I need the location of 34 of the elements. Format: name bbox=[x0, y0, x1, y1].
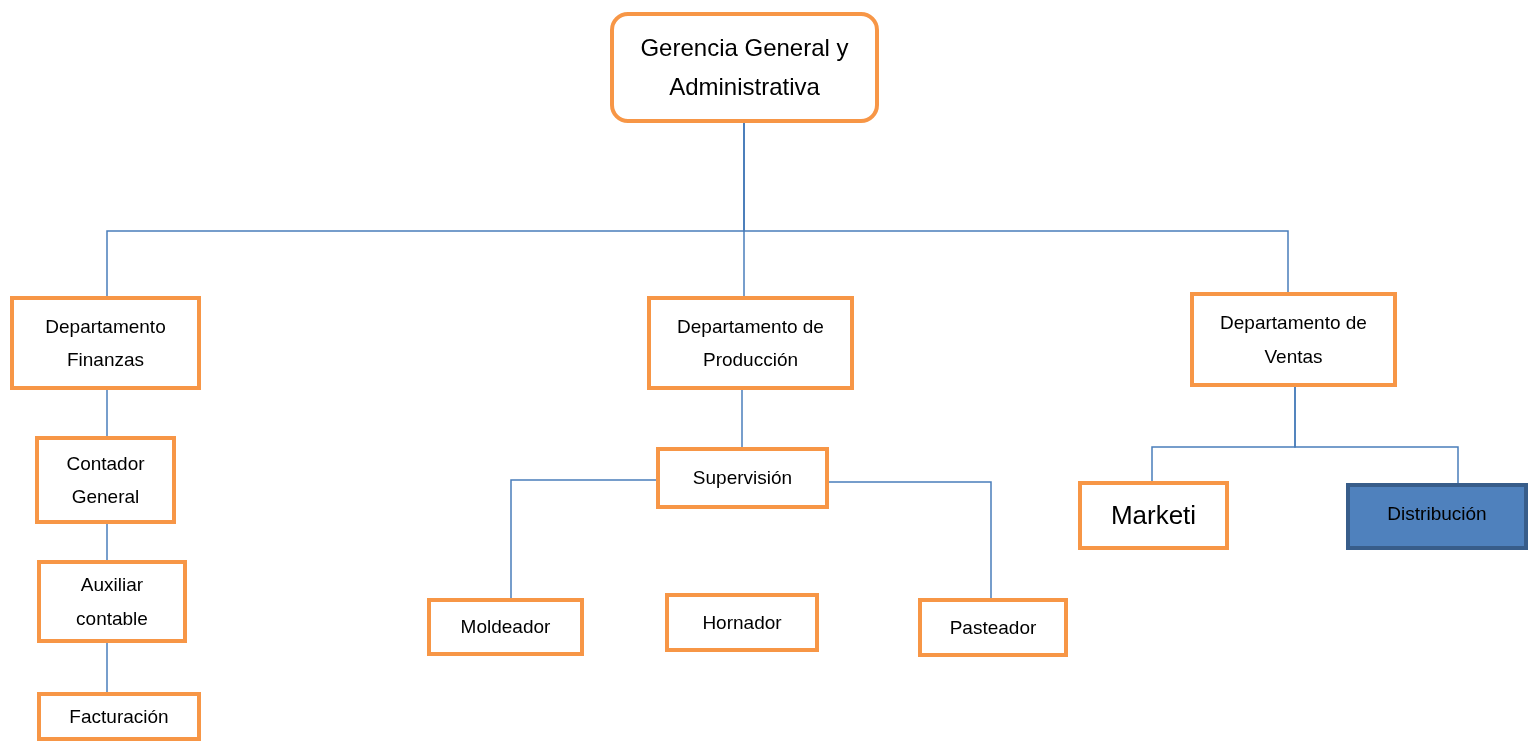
box-label: Contador General bbox=[65, 451, 146, 509]
box-label: Auxiliar contable bbox=[75, 573, 149, 631]
org-box bbox=[647, 296, 854, 390]
box-label: Distribución bbox=[1387, 502, 1487, 526]
box-label: Departamento Finanzas bbox=[44, 314, 167, 372]
box-label: Gerencia General y Administrativa bbox=[639, 33, 850, 102]
connector-line bbox=[828, 481, 992, 599]
org-box bbox=[35, 436, 176, 524]
org-box bbox=[918, 598, 1068, 657]
connector-line bbox=[741, 389, 743, 448]
box-label: Departamento de Producción bbox=[676, 314, 825, 372]
box-label: Pasteador bbox=[949, 615, 1037, 640]
box-label: Facturación bbox=[69, 704, 169, 729]
org-box bbox=[1078, 481, 1229, 550]
box-label: Hornador bbox=[702, 610, 782, 635]
org-box bbox=[665, 593, 819, 652]
box-label: Supervisión bbox=[692, 466, 793, 491]
connector-line bbox=[106, 523, 108, 561]
org-box bbox=[1346, 483, 1528, 550]
connector-line bbox=[106, 389, 108, 437]
org-box bbox=[656, 447, 829, 509]
org-box bbox=[37, 560, 187, 643]
connector-line bbox=[106, 642, 108, 693]
box-label: Departamento de Ventas bbox=[1219, 311, 1368, 369]
org-box bbox=[10, 296, 201, 390]
rounded-box bbox=[610, 12, 879, 123]
connector-line bbox=[1294, 386, 1459, 484]
box-label: Moldeador bbox=[460, 615, 551, 640]
org-box bbox=[1190, 292, 1397, 387]
box-label: Marketi bbox=[1110, 498, 1197, 532]
org-box bbox=[427, 598, 584, 656]
connector-line bbox=[510, 479, 657, 599]
org-box bbox=[37, 692, 201, 741]
connector-line bbox=[743, 122, 1289, 293]
